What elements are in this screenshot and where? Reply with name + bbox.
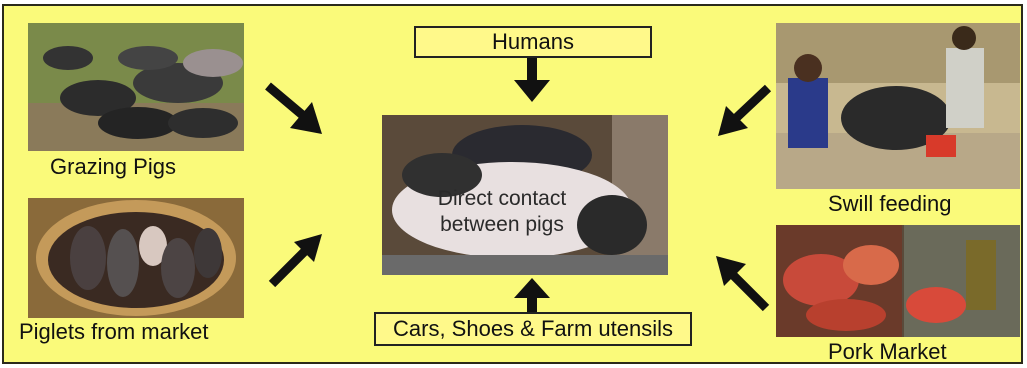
piglets-caption: Piglets from market <box>19 319 209 345</box>
diagram-panel: Grazing Pigs Piglets from market Humans <box>2 4 1023 364</box>
center-label-line2: between pigs <box>402 212 602 238</box>
arrow-piglets-icon <box>266 228 328 290</box>
grazing-pigs-photo <box>28 23 244 151</box>
pork-market-caption: Pork Market <box>828 339 947 365</box>
swill-feeding-caption: Swill feeding <box>828 191 952 217</box>
swill-feeding-photo <box>776 23 1020 189</box>
center-label-line1: Direct contact <box>402 186 602 212</box>
grazing-pigs-caption: Grazing Pigs <box>50 154 176 180</box>
arrow-grazing-icon <box>262 80 328 138</box>
humans-box: Humans <box>414 26 652 58</box>
arrow-pork-icon <box>712 252 772 314</box>
piglets-photo <box>28 198 244 318</box>
arrow-swill-icon <box>712 82 774 140</box>
arrow-fomites-up-icon <box>512 278 552 312</box>
fomites-box: Cars, Shoes & Farm utensils <box>374 312 692 346</box>
arrow-humans-down-icon <box>512 58 552 104</box>
center-label: Direct contact between pigs <box>402 186 602 238</box>
pork-market-photo <box>776 225 1020 337</box>
